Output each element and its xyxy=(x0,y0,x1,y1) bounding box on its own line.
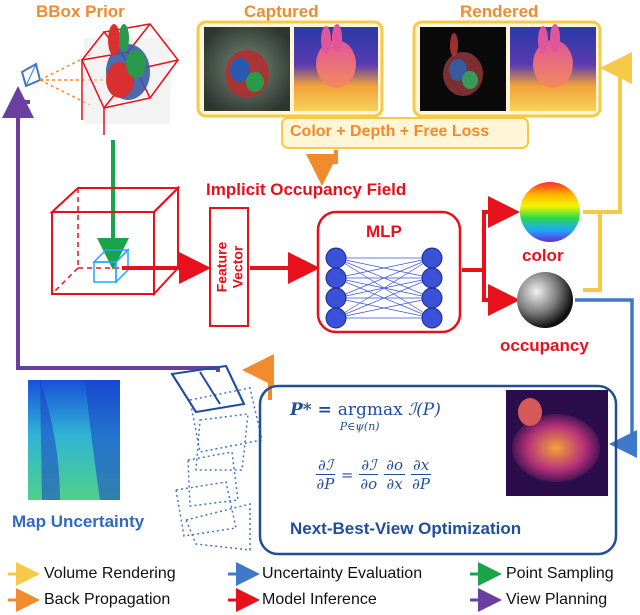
eq2-t2-den: ∂x xyxy=(386,475,403,493)
eq2-term3: ∂x ∂P xyxy=(411,456,432,493)
legend-arrows xyxy=(8,562,502,612)
nbv-label: Next-Best-View Optimization xyxy=(290,519,522,538)
legend-volume-rendering: Volume Rendering xyxy=(44,565,176,582)
eq1-argmax: argmax xyxy=(337,400,403,420)
feature-vector-box xyxy=(209,207,249,327)
eq2-t3-den: ∂P xyxy=(412,475,431,493)
legend-model-inference: Model Inference xyxy=(262,591,377,608)
legend-view-planning: View Planning xyxy=(506,591,608,608)
feature-vector-label: Feature Vector xyxy=(210,208,248,326)
eq1-sub: P∈ψ(n) xyxy=(339,420,380,433)
eq2-lhs-num: ∂ℐ xyxy=(316,456,335,475)
map-uncertainty-label: Map Uncertainty xyxy=(12,512,145,531)
loss-box xyxy=(281,117,529,149)
occupancy-sphere xyxy=(517,272,573,328)
equation-argmax: P* = argmax P∈ψ(n) ℐ(P) xyxy=(290,400,441,433)
candidate-views xyxy=(175,387,263,551)
mlp-box xyxy=(316,210,462,334)
color-label: color xyxy=(522,246,564,265)
eq2-t1-num: ∂ℐ xyxy=(359,456,379,475)
eq1-lhs: P* = xyxy=(290,400,338,420)
inference-arrow-occupancy xyxy=(482,270,520,316)
occupancy-label: occupancy xyxy=(500,336,589,355)
view-planning-arrow xyxy=(16,100,218,370)
uncertainty-evaluation-arrow xyxy=(575,298,637,458)
captured-label: Captured xyxy=(244,2,319,21)
implicit-field-label: Implicit Occupancy Field xyxy=(206,180,407,199)
loss-label: Color + Depth + Free Loss xyxy=(290,123,490,140)
mlp-network xyxy=(335,257,433,319)
selected-view-icon xyxy=(170,364,246,414)
eq1-op: argmax P∈ψ(n) xyxy=(337,400,403,433)
rendered-images xyxy=(412,20,602,118)
back-propagation-arrow-nbv xyxy=(242,354,274,400)
eq2-lhs: ∂ℐ ∂P xyxy=(316,456,335,493)
mlp-label: MLP xyxy=(366,222,402,241)
feature-vector-line2: Vector xyxy=(229,245,246,289)
rendered-label: Rendered xyxy=(460,2,539,21)
eq2-t3-num: ∂x xyxy=(411,456,432,475)
eq2-lhs-den: ∂P xyxy=(316,475,335,493)
eq2-t1-den: ∂o xyxy=(360,475,378,493)
nbv-box xyxy=(258,384,618,556)
mlp-nodes xyxy=(325,247,443,329)
legend-uncertainty-evaluation: Uncertainty Evaluation xyxy=(262,565,423,582)
feature-vector-line1: Feature xyxy=(213,241,230,293)
legend-point-sampling: Point Sampling xyxy=(506,565,614,582)
back-propagation-arrow xyxy=(306,150,338,186)
eq2-t2-num: ∂o xyxy=(384,456,405,475)
eq1-rhs: ℐ(P) xyxy=(408,400,441,420)
equation-gradient: ∂ℐ ∂P = ∂ℐ ∂o ∂o ∂x ∂x ∂P xyxy=(316,456,432,493)
bbox-prior-cube xyxy=(80,23,180,135)
bbox-prior-label: BBox Prior xyxy=(36,2,125,21)
nbv-map-blob xyxy=(512,414,600,482)
captured-images xyxy=(196,20,384,118)
eq2-eq: = xyxy=(340,465,354,484)
map-uncertainty-detail xyxy=(40,380,120,500)
inference-arrow-color xyxy=(462,196,520,272)
color-sphere xyxy=(520,182,580,242)
nbv-map-ear xyxy=(518,398,542,426)
legend-back-propagation: Back Propagation xyxy=(44,591,171,608)
eq2-term1: ∂ℐ ∂o xyxy=(359,456,379,493)
eq2-term2: ∂o ∂x xyxy=(384,456,405,493)
volume-rendering-arrow-bottom xyxy=(583,212,602,292)
